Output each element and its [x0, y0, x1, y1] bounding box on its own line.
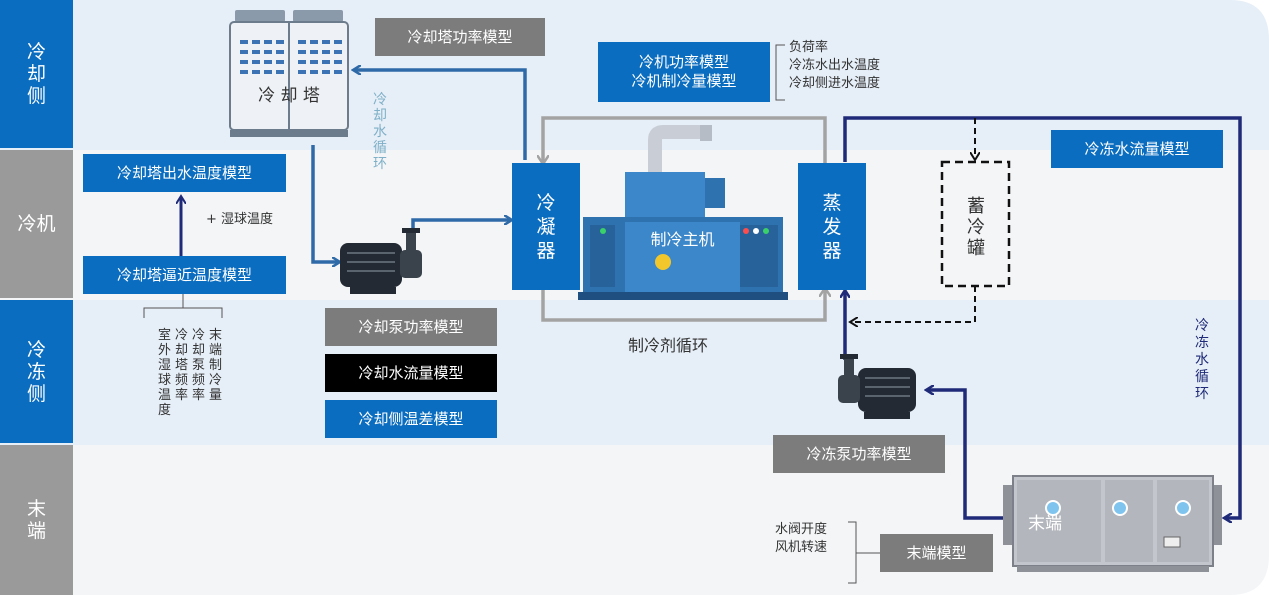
cooling-pump-icon — [340, 228, 422, 294]
chiller-main-label: 制冷主机 — [650, 230, 715, 249]
model-chiller-power: 冷机功率模型 — [638, 53, 729, 71]
storage-tank-label: 蓄冷罐 — [967, 196, 985, 259]
model-chiller-power-capacity: 冷机功率模型 冷机制冷量模型 — [598, 42, 770, 102]
row-label-terminal: 末端 — [0, 445, 73, 595]
chiller-input-load-rate: 负荷率 — [789, 40, 829, 55]
terminal-input-fan-speed: 风机转速 — [775, 540, 828, 555]
chiller-unit-icon — [578, 125, 788, 300]
chilled-water-loop-label: 冷冻水循环 — [1195, 318, 1209, 402]
model-cooling-pump-power: 冷却泵功率模型 — [325, 308, 497, 346]
row-label-cooling-side: 冷却侧 — [0, 0, 73, 148]
terminal-unit-icon — [1003, 475, 1222, 572]
terminal-input-valve-opening: 水阀开度 — [775, 522, 828, 537]
evaporator-block: 蒸发器 — [798, 163, 866, 290]
wet-bulb-temp-label: + 湿球温度 — [206, 212, 274, 227]
pipe-cooling-return — [355, 70, 527, 160]
cooling-tower-icon — [229, 10, 349, 137]
pipe-refrigerant-top — [543, 116, 827, 163]
pipe-tower-to-pump — [311, 145, 338, 262]
approach-input-terminal-capacity: 末端制冷量 — [208, 328, 222, 403]
chiller-input-cooling-inlet-temp: 冷却侧进水温度 — [789, 76, 881, 91]
model-tower-outlet-temp: 冷却塔出水温度模型 — [83, 154, 286, 192]
refrigerant-loop-label: 制冷剂循环 — [628, 336, 709, 355]
model-chilled-pump-power: 冷冻泵功率模型 — [773, 435, 945, 473]
model-tower-approach-temp: 冷却塔逼近温度模型 — [83, 256, 286, 294]
row-label-chilled-side: 冷冻侧 — [0, 300, 73, 443]
chiller-input-chilled-outlet-temp: 冷冻水出水温度 — [789, 58, 881, 73]
bracket-terminal-inputs — [848, 521, 857, 584]
pipe-terminal-to-pump — [928, 390, 1003, 520]
chilled-pump-icon — [838, 354, 916, 419]
condenser-label: 冷凝器 — [536, 191, 556, 262]
cooling-tower-label: 冷 却 塔 — [258, 86, 320, 106]
model-chilled-water-flow: 冷冻水流量模型 — [1051, 130, 1223, 168]
model-cooling-temp-diff: 冷却侧温差模型 — [325, 400, 497, 438]
bracket-approach-inputs — [143, 307, 223, 318]
pipe-refrigerant-bottom — [541, 290, 825, 322]
evaporator-label: 蒸发器 — [822, 191, 842, 262]
pipe-pump-to-condenser — [411, 220, 510, 242]
band-chilled-side — [0, 300, 1269, 445]
model-terminal: 末端模型 — [880, 534, 993, 572]
model-cooling-water-flow: 冷却水流量模型 — [325, 354, 497, 392]
cooling-water-loop-label: 冷却水循环 — [373, 92, 387, 172]
dashed-tank-to-evaporator — [852, 286, 976, 322]
approach-input-pump-frequency: 冷却泵频率 — [191, 328, 205, 403]
model-tower-power: 冷却塔功率模型 — [375, 18, 545, 56]
model-chiller-capacity: 冷机制冷量模型 — [631, 72, 737, 90]
pipe-chilled-supply — [843, 116, 1242, 518]
approach-input-outdoor-wetbulb: 室外湿球温度 — [157, 328, 171, 418]
terminal-unit-label: 末端 — [1028, 514, 1062, 534]
condenser-block: 冷凝器 — [512, 163, 580, 290]
row-label-chiller: 冷机 — [0, 150, 73, 298]
bracket-chiller-inputs — [775, 44, 785, 101]
approach-input-tower-frequency: 冷却塔频率 — [174, 328, 188, 403]
